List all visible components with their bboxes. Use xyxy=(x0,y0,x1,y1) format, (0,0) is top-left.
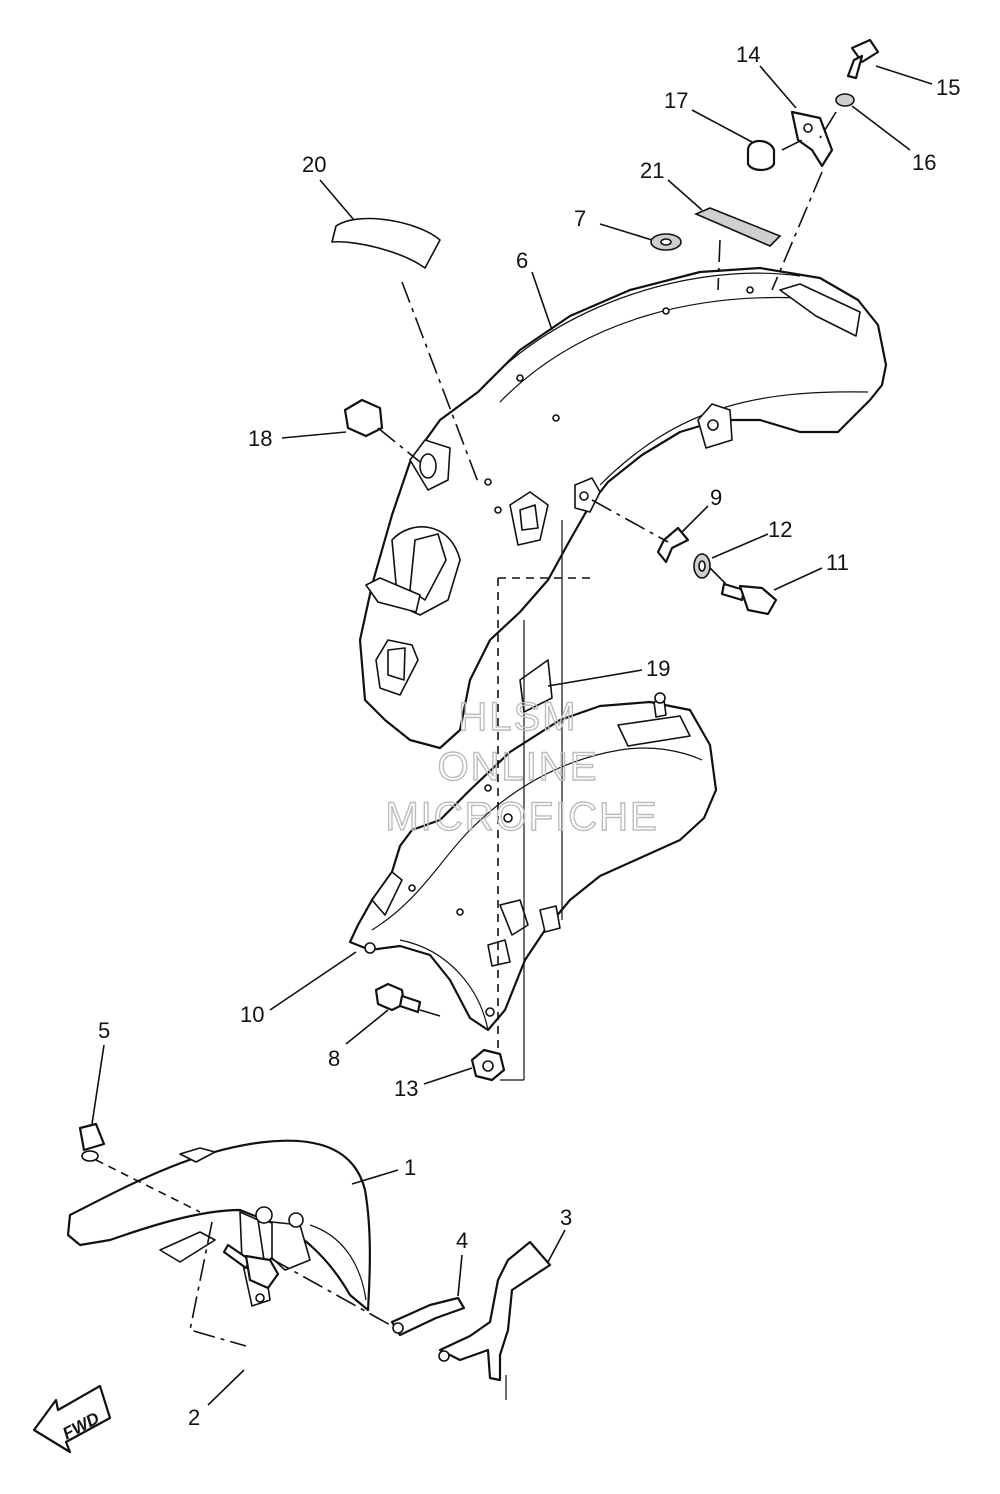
nut-13 xyxy=(470,1048,506,1082)
label-20 xyxy=(331,217,441,269)
callout-numbers: 1 2 3 4 5 6 7 8 9 10 11 12 13 14 15 16 1… xyxy=(98,42,960,1430)
callout-6: 6 xyxy=(516,248,528,273)
bracket-3 xyxy=(438,1240,552,1382)
callout-16: 16 xyxy=(912,150,936,175)
callout-7: 7 xyxy=(574,206,586,231)
bracket-14 xyxy=(790,110,834,168)
inner-fender xyxy=(348,692,718,1032)
callout-14: 14 xyxy=(736,42,760,67)
watermark: HLSM ONLINE MICROFICHE xyxy=(385,694,658,839)
watermark-line-3: MICROFICHE xyxy=(385,795,658,839)
callout-5: 5 xyxy=(98,1018,110,1043)
callout-17: 17 xyxy=(664,88,688,113)
fwd-arrow-icon: FWD xyxy=(32,1384,112,1454)
watermark-line-2: ONLINE xyxy=(438,745,599,789)
callout-4: 4 xyxy=(456,1228,468,1253)
emblem-21 xyxy=(693,207,782,247)
callout-13: 13 xyxy=(394,1076,418,1101)
callout-1: 1 xyxy=(404,1155,416,1180)
callout-2: 2 xyxy=(188,1405,200,1430)
bolt-2 xyxy=(222,1243,280,1290)
grommet-18 xyxy=(343,398,384,438)
callout-8: 8 xyxy=(328,1046,340,1071)
stay-4 xyxy=(390,1296,466,1337)
callout-19: 19 xyxy=(646,656,670,681)
callout-11: 11 xyxy=(826,550,849,575)
cap-nut-17 xyxy=(746,139,776,172)
screw-15 xyxy=(846,38,880,80)
assembly-lines xyxy=(95,111,837,1400)
callout-18: 18 xyxy=(248,426,272,451)
washer-16 xyxy=(835,93,855,107)
leader-lines xyxy=(91,65,933,1406)
front-fender xyxy=(66,1139,371,1312)
rear-fender xyxy=(358,266,888,750)
clip-9 xyxy=(656,526,690,564)
callout-3: 3 xyxy=(560,1205,572,1230)
callout-10: 10 xyxy=(240,1002,264,1027)
bolt-8 xyxy=(374,982,422,1014)
callout-15: 15 xyxy=(936,75,960,100)
bolt-11 xyxy=(720,582,778,616)
washer-12 xyxy=(693,553,711,579)
callout-21: 21 xyxy=(640,158,664,183)
callout-9: 9 xyxy=(710,485,722,510)
clip-5 xyxy=(78,1122,106,1162)
label-19 xyxy=(519,659,553,713)
callout-20: 20 xyxy=(302,152,326,177)
watermark-line-1: HLSM xyxy=(458,695,577,739)
callout-12: 12 xyxy=(768,517,792,542)
washer-7 xyxy=(650,233,682,251)
